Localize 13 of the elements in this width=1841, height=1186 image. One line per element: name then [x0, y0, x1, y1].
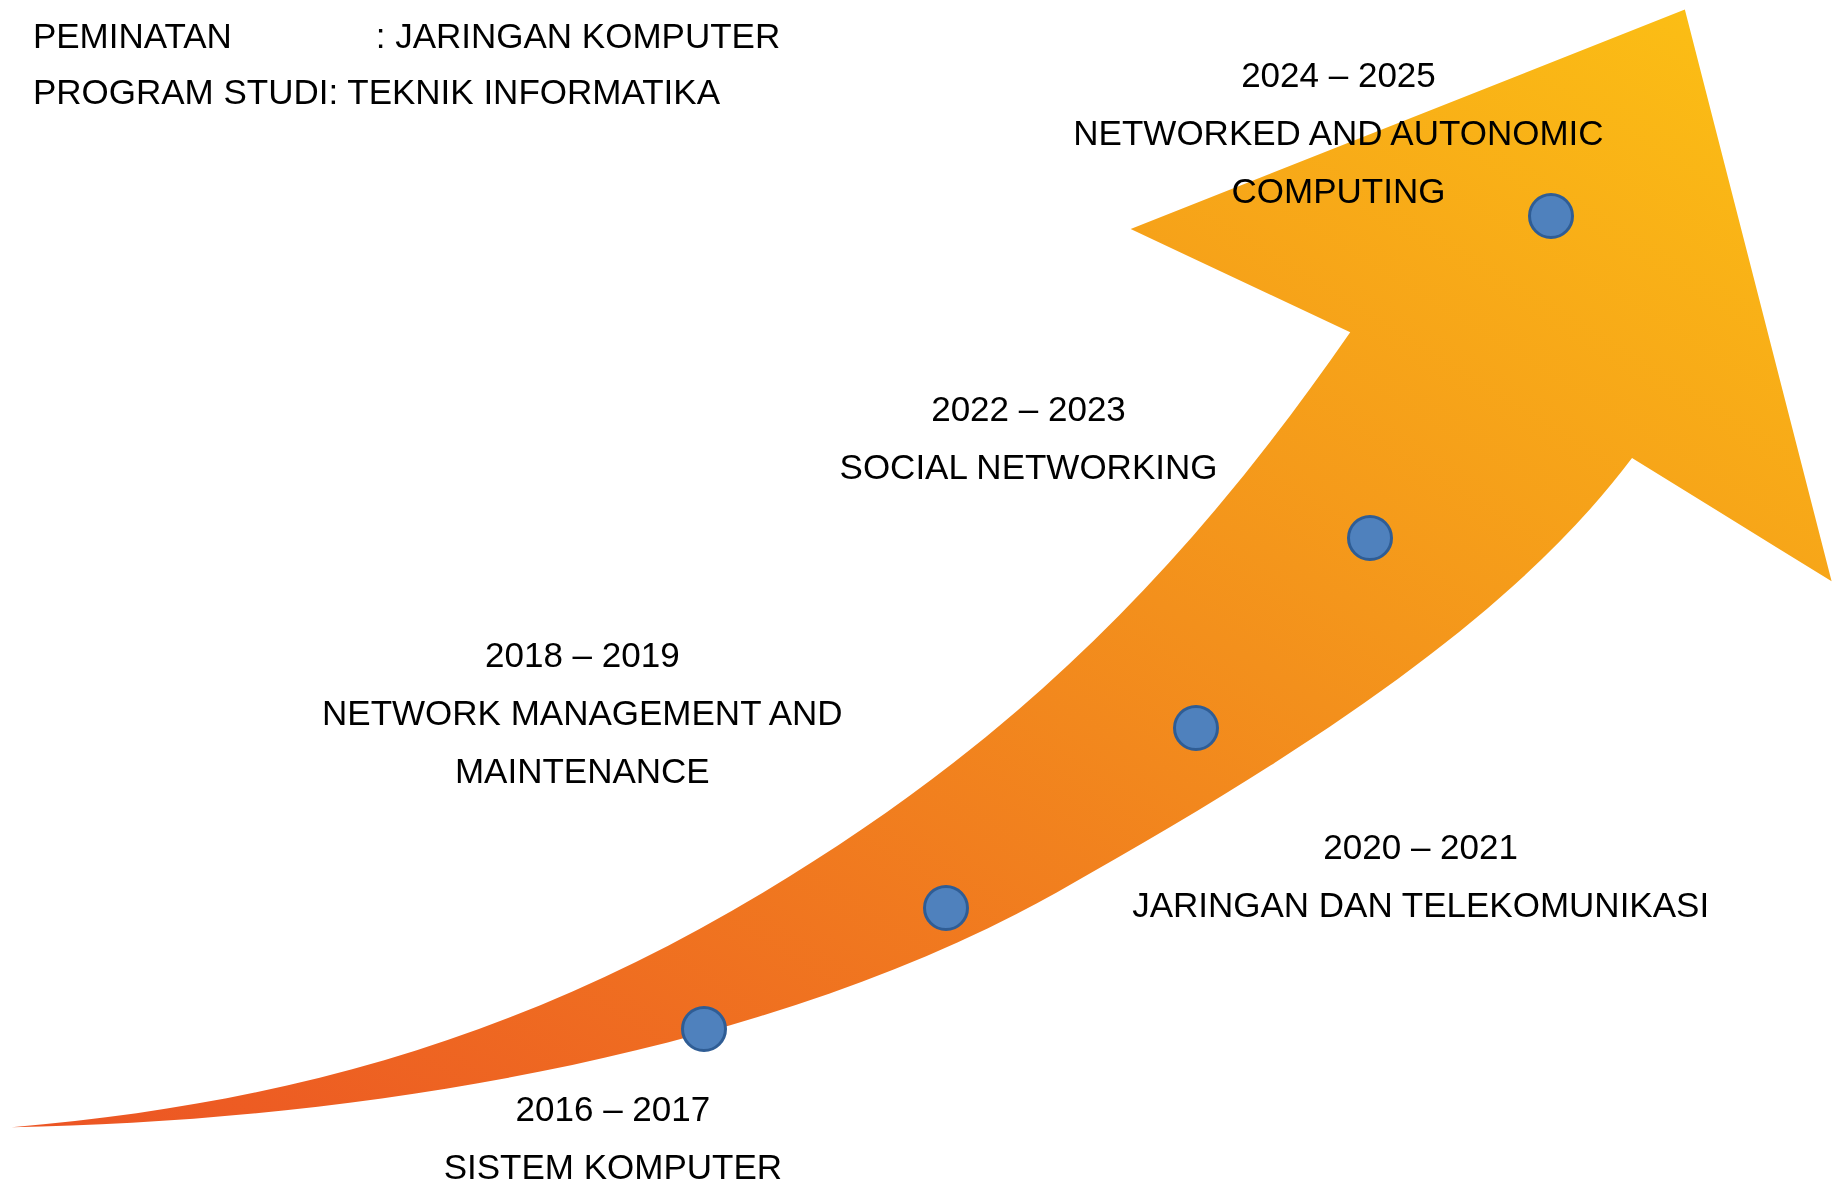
header-text: PEMINATAN — [32, 15, 232, 58]
year-range: 2018 – 2019 — [485, 633, 680, 676]
header-text: PROGRAM STUDI: TEKNIK INFORMATIKA — [32, 71, 720, 114]
milestone-title: SOCIAL NETWORKING — [839, 446, 1218, 489]
milestone-title: SISTEM KOMPUTER — [443, 1146, 783, 1186]
milestone-title: JARINGAN DAN TELEKOMUNIKASI — [1132, 884, 1710, 927]
milestone-title: NETWORKED AND AUTONOMIC COMPUTING — [1072, 111, 1605, 212]
year-range: 2016 – 2017 — [515, 1088, 711, 1131]
year-range: 2020 – 2021 — [1323, 826, 1518, 869]
header-text: : JARINGAN KOMPUTER — [375, 15, 781, 58]
year-range: 2024 – 2025 — [1241, 53, 1436, 96]
year-range: 2022 – 2023 — [931, 388, 1126, 431]
milestone-title: NETWORK MANAGEMENT AND MAINTENANCE — [321, 691, 844, 792]
